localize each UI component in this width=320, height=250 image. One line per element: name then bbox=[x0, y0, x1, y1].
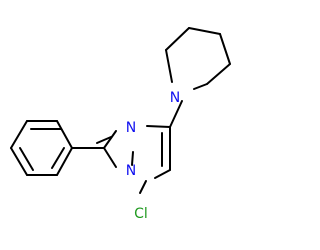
bond bbox=[96, 136, 112, 144]
bond bbox=[169, 100, 183, 128]
bond bbox=[165, 27, 190, 51]
bond bbox=[56, 120, 73, 149]
pyrimidine-nitrogen-label: N bbox=[126, 120, 136, 136]
bond bbox=[188, 27, 221, 35]
bond bbox=[219, 33, 231, 65]
pyrimidine-ring bbox=[96, 125, 171, 194]
bond bbox=[51, 147, 65, 169]
chlorine-label: Cl bbox=[134, 206, 148, 222]
bond bbox=[193, 83, 208, 90]
bond bbox=[165, 49, 173, 83]
bond bbox=[19, 147, 34, 171]
bond bbox=[154, 169, 171, 179]
pyrimidine-nitrogen-label: N bbox=[126, 163, 136, 179]
bond bbox=[10, 120, 28, 149]
piperidine-nitrogen-label: N bbox=[170, 90, 180, 106]
bond bbox=[206, 63, 231, 85]
chemical-structure-diagram: N N N Cl bbox=[10, 27, 231, 222]
bond bbox=[146, 125, 171, 128]
bond bbox=[131, 151, 134, 166]
phenyl-ring bbox=[10, 120, 105, 176]
piperidine-ring bbox=[165, 27, 231, 128]
bond bbox=[103, 130, 117, 149]
bond bbox=[139, 180, 147, 194]
bond bbox=[10, 147, 28, 176]
bond bbox=[56, 147, 73, 176]
bond bbox=[103, 147, 117, 168]
